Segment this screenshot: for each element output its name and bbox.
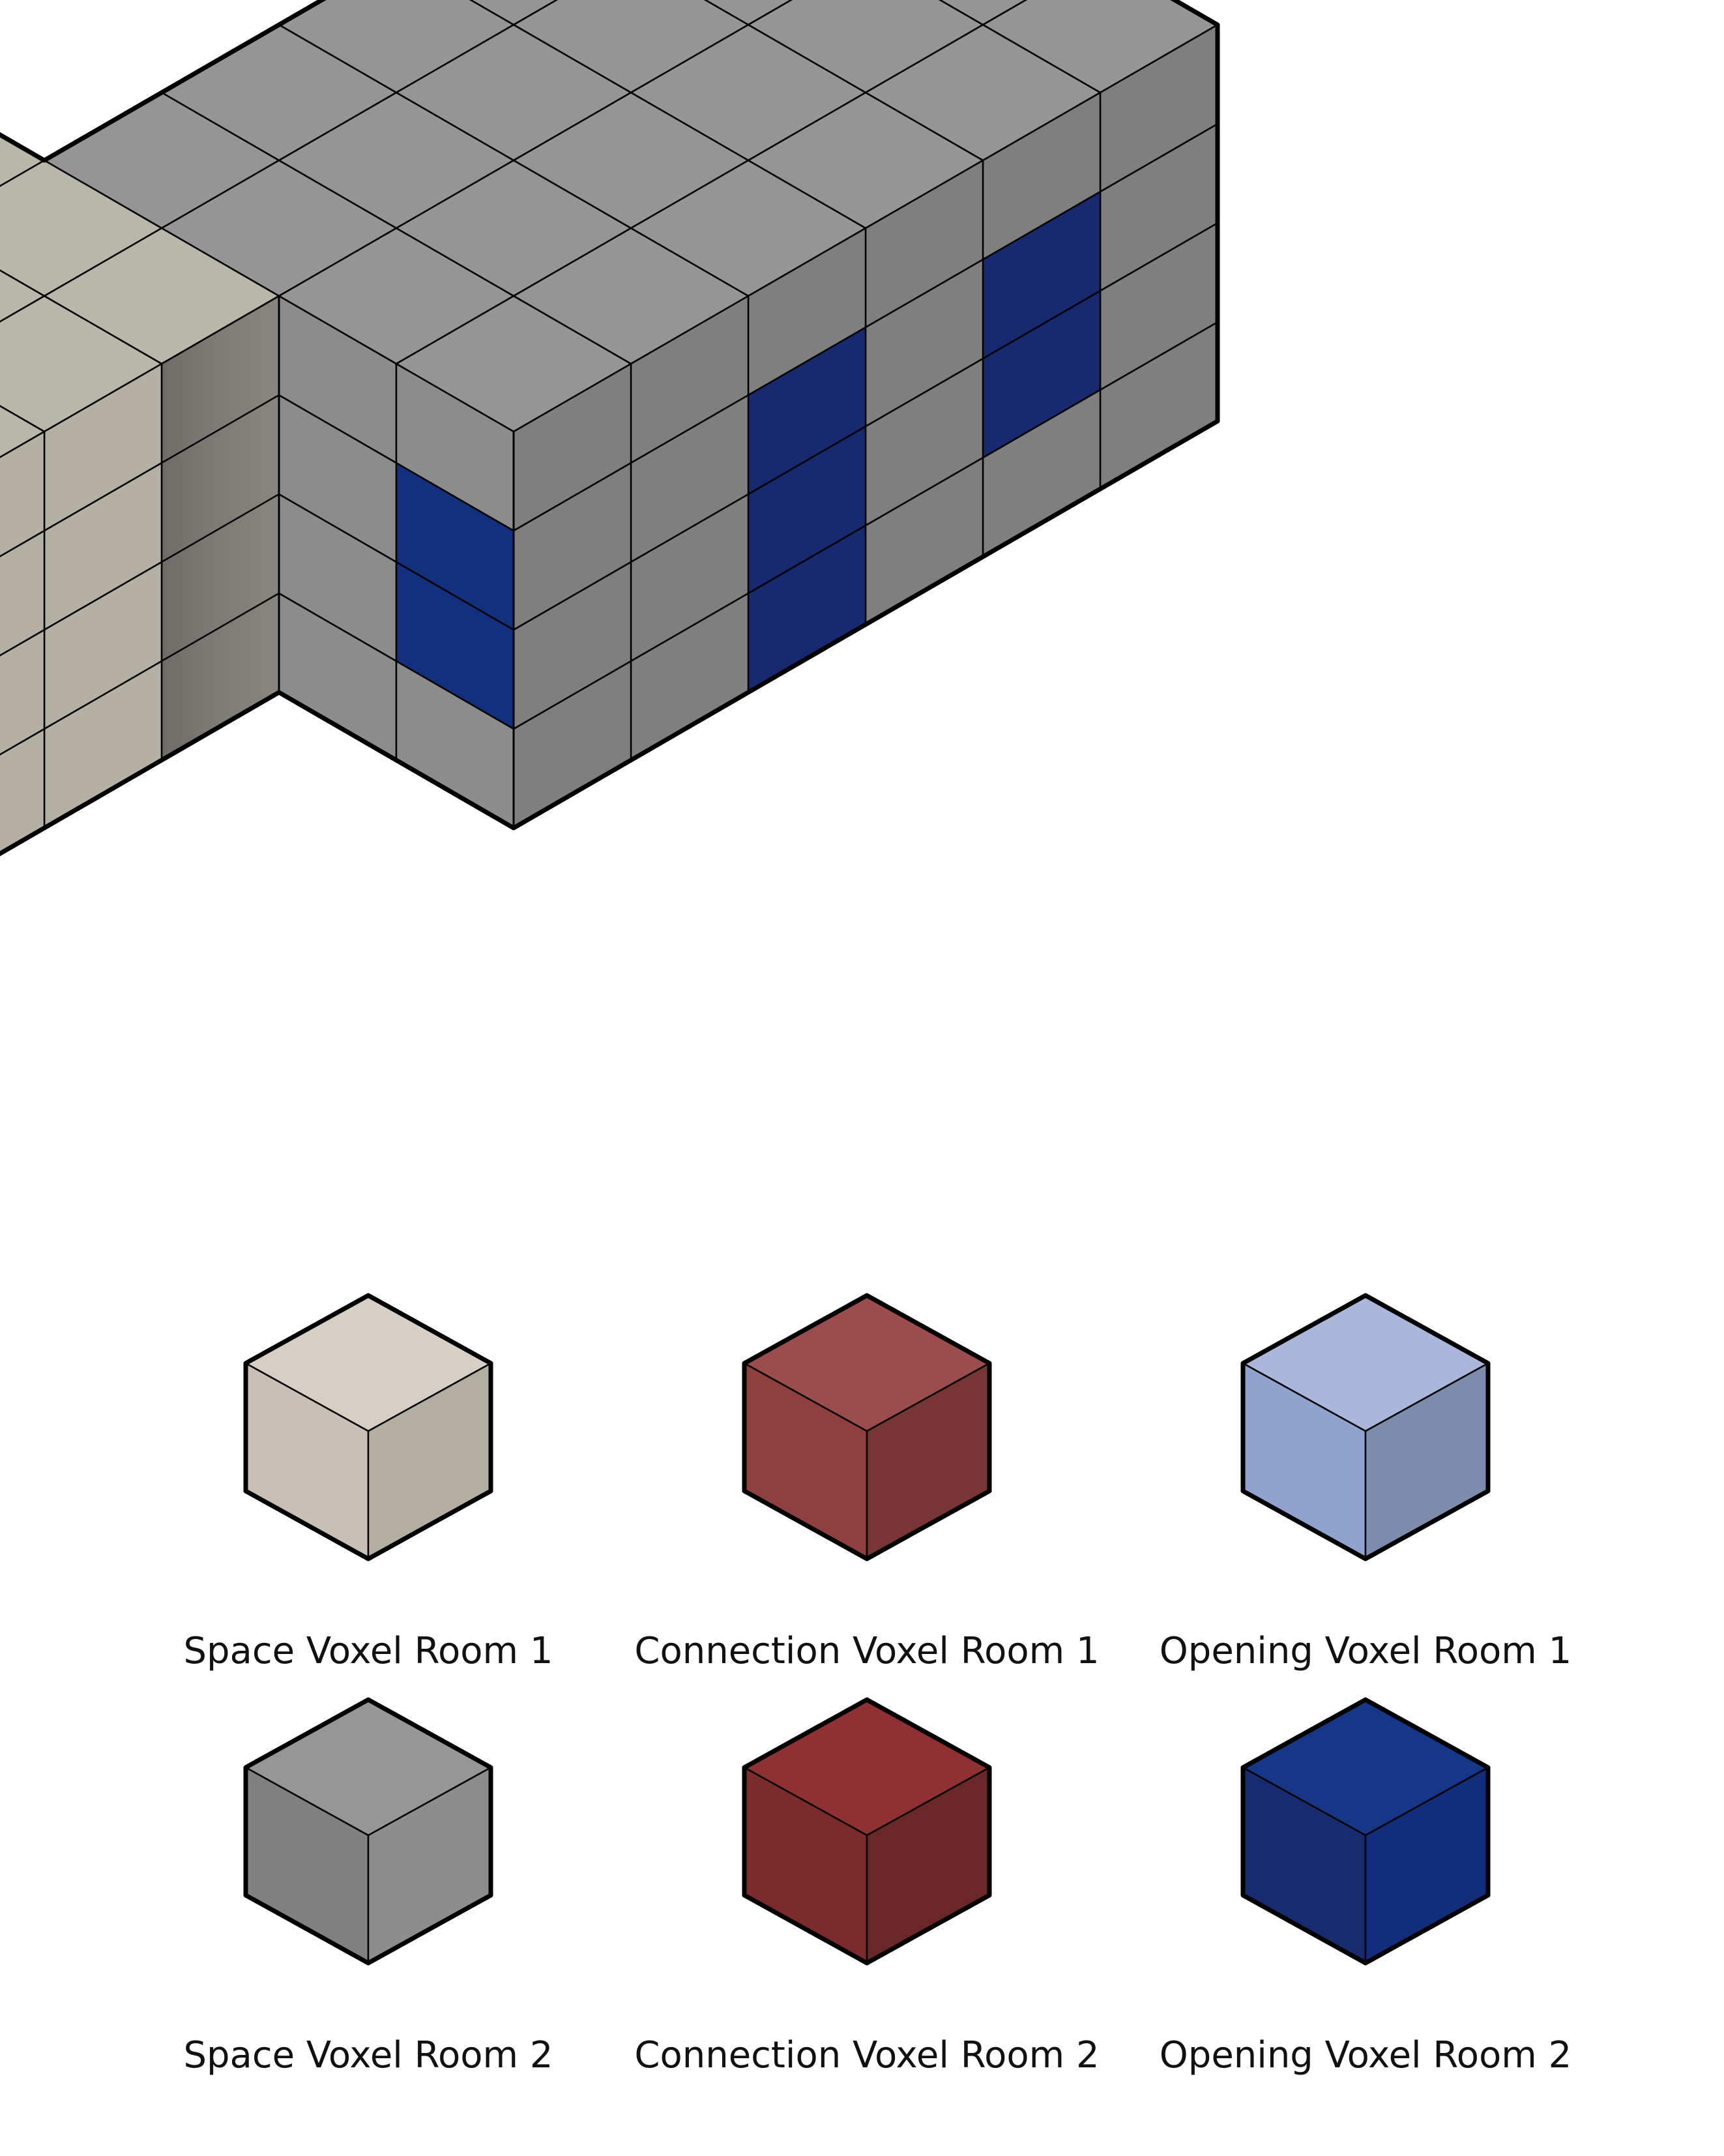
voxel-building-model [0,0,1220,857]
legend-cube-outline [243,1293,493,1561]
space-voxel-room-1-face [0,728,46,855]
legend-cube-outline [742,1293,992,1561]
room-1-voxels [0,134,280,855]
legend-item-1: Space Voxel Room 1 [183,1293,553,1672]
room-2-voxels [43,0,1219,829]
legend-label: Space Voxel Room 1 [183,1630,553,1672]
legend-label: Opening Voxel Room 2 [1160,2034,1572,2076]
legend-item-2: Connection Voxel Room 1 [634,1293,1100,1672]
legend-cube-outline [1240,1293,1491,1561]
grid-line [161,493,280,563]
legend-item-6: Opening Voxel Room 2 [1160,1697,1572,2076]
legend-label: Connection Voxel Room 2 [634,2034,1099,2076]
space-voxel-room-1-top [0,405,46,458]
legend-cube-outline [243,1697,493,1966]
space-voxel-room-1-top [0,269,46,323]
legend-cube-outline [742,1697,992,1966]
grid-line [161,592,280,662]
legend-label: Opening Voxel Room 1 [1160,1630,1572,1672]
legend-item-3: Opening Voxel Room 1 [1160,1293,1572,1672]
legend: Space Voxel Room 1 Connection Voxel Room … [183,1293,1572,2076]
legend-item-5: Connection Voxel Room 2 [634,1697,1100,2076]
legend-label: Space Voxel Room 2 [183,2034,553,2076]
legend-label: Connection Voxel Room 1 [634,1630,1099,1672]
legend-cube-outline [1240,1697,1491,1966]
grid-line [161,394,280,464]
space-voxel-room-1-face [0,628,46,756]
legend-item-4: Space Voxel Room 2 [183,1697,553,2076]
space-voxel-room-1-face [0,529,46,657]
space-voxel-room-1-face [0,430,46,557]
grid-line [161,295,280,365]
